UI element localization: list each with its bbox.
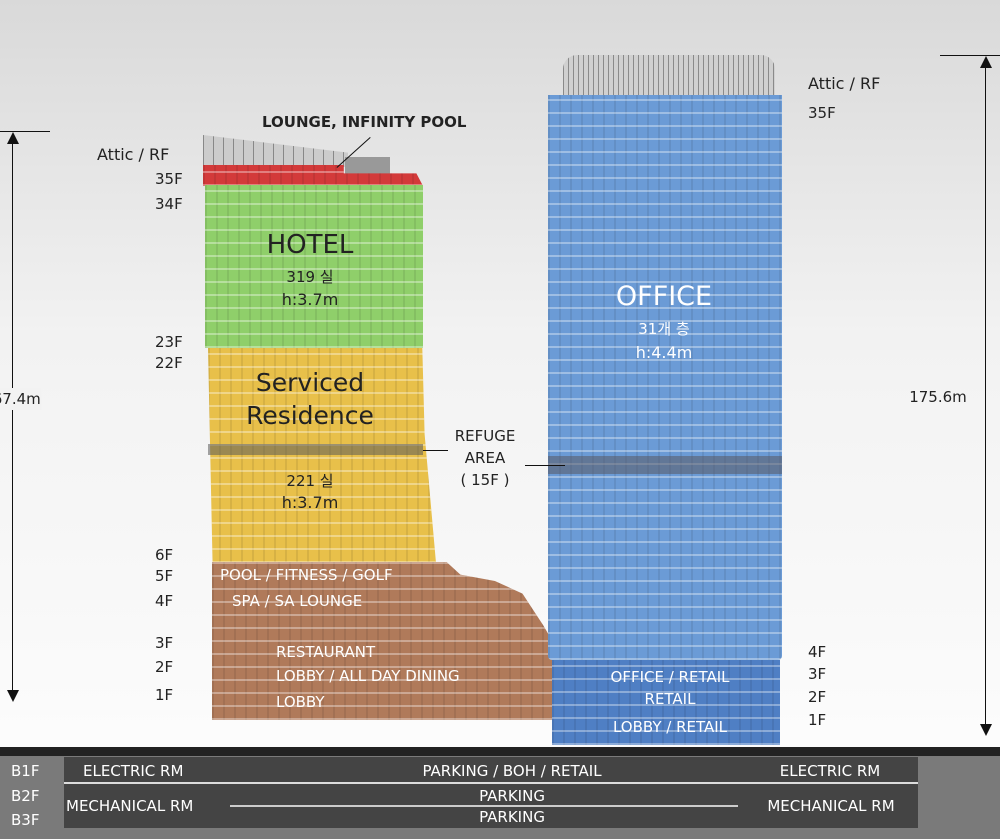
residence-floor-height: h:3.7m: [281, 493, 339, 512]
office-floors: 31개 층: [638, 320, 690, 338]
lounge-zone: [203, 165, 423, 186]
residence-zone: [208, 348, 436, 563]
refuge-label-1: REFUGE: [454, 427, 516, 445]
office-height-top-line: [940, 55, 1000, 56]
office-zone: [548, 95, 782, 660]
basement-panel: [64, 757, 918, 828]
office-refuge-band: [548, 456, 782, 474]
floor-label: Attic / RF: [808, 74, 881, 93]
residence-rooms: 221 실: [286, 472, 334, 490]
level-label: B3F: [11, 811, 40, 829]
refuge-leader-left: [423, 450, 448, 451]
arrow-down-icon: [980, 724, 992, 736]
arrow-down-icon: [7, 690, 19, 702]
podium-label: POOL / FITNESS / GOLF: [220, 566, 393, 584]
floor-label: 22F: [155, 354, 183, 372]
refuge-label-3: ( 15F ): [460, 471, 510, 489]
b2-center: PARKING: [479, 787, 545, 805]
b2-left: MECHANICAL RM: [66, 797, 194, 815]
office-height-label: 175.6m: [909, 388, 967, 406]
hotel-roof-structure: [203, 135, 348, 167]
hotel-podium: [212, 562, 557, 720]
arrow-up-icon: [980, 56, 992, 68]
floor-label: 3F: [155, 634, 174, 652]
b1-left: ELECTRIC RM: [83, 762, 184, 780]
level-label: B1F: [11, 762, 40, 780]
hotel-floor-height: h:3.7m: [281, 290, 339, 309]
hotel-roof-box: [345, 157, 390, 175]
office-floor-height: h:4.4m: [635, 343, 693, 362]
podium-label: SPA / SA LOUNGE: [232, 592, 363, 610]
floor-label: Attic / RF: [97, 145, 170, 164]
floor-label: 3F: [808, 665, 827, 683]
residence-title-1: Serviced: [255, 368, 365, 397]
office-title: OFFICE: [615, 281, 713, 312]
residence-title-2: Residence: [246, 401, 374, 430]
b1-center: PARKING / BOH / RETAIL: [422, 762, 602, 780]
floor-label: 4F: [808, 643, 827, 661]
refuge-leader-right: [525, 465, 565, 466]
hotel-height-label: 167.4m: [0, 388, 41, 410]
lounge-pool-label: LOUNGE, INFINITY POOL: [262, 113, 467, 131]
floor-label: 34F: [155, 195, 183, 213]
floor-label: 6F: [155, 546, 174, 564]
hotel-rooms: 319 실: [286, 268, 334, 286]
office-podium-label: RETAIL: [644, 690, 696, 708]
floor-label: 23F: [155, 333, 183, 351]
refuge-label-2: AREA: [464, 449, 506, 467]
office-podium: [552, 660, 780, 745]
b2-right: MECHANICAL RM: [767, 797, 895, 815]
hotel-height-top-line: [0, 131, 50, 132]
office-height-dimension-line: [985, 58, 986, 733]
podium-label: LOBBY: [276, 693, 325, 711]
floor-label: 35F: [808, 104, 836, 122]
hotel-refuge-band: [208, 444, 423, 455]
podium-label: RESTAURANT: [276, 643, 376, 661]
office-podium-label: OFFICE / RETAIL: [610, 668, 730, 686]
hotel-zone: [205, 185, 423, 348]
hotel-title: HOTEL: [266, 230, 354, 260]
b3-center: PARKING: [479, 808, 545, 826]
arrow-up-icon: [7, 132, 19, 144]
hotel-height-dimension-line: [12, 135, 13, 700]
podium-label: LOBBY / ALL DAY DINING: [276, 667, 460, 685]
floor-label: 2F: [808, 688, 827, 706]
floor-label: 2F: [155, 658, 174, 676]
b1-divider: [64, 782, 918, 784]
office-podium-label: LOBBY / RETAIL: [612, 718, 728, 736]
office-roof-crown: [563, 55, 775, 97]
b2-divider: [230, 805, 738, 807]
floor-label: 1F: [808, 711, 827, 729]
floor-label: 1F: [155, 686, 174, 704]
floor-label: 4F: [155, 592, 174, 610]
floor-label: 35F: [155, 170, 183, 188]
ground-line: [0, 747, 1000, 756]
level-label: B2F: [11, 787, 40, 805]
floor-label: 5F: [155, 567, 174, 585]
b1-right: ELECTRIC RM: [779, 762, 881, 780]
